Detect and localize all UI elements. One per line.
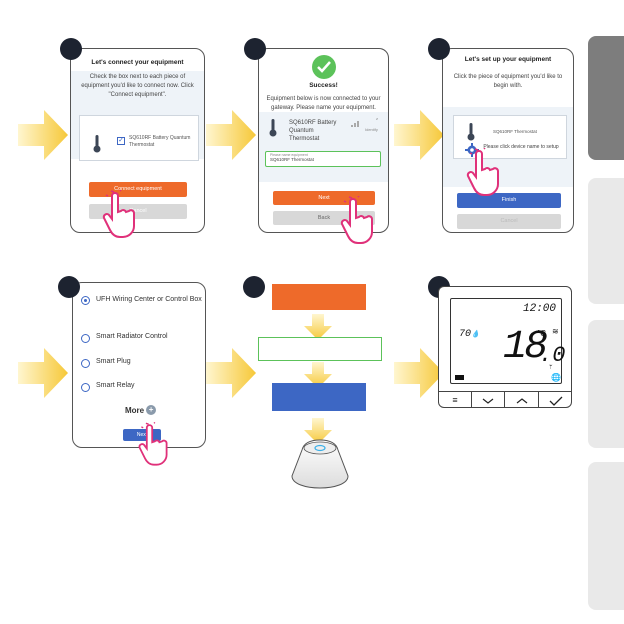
green-step-box bbox=[258, 337, 382, 361]
droplet-icon: 💧 bbox=[471, 331, 480, 339]
orange-step-box bbox=[272, 284, 366, 310]
side-tab-2[interactable] bbox=[588, 178, 624, 304]
arrow-right-icon bbox=[394, 348, 444, 398]
arrow-down-icon bbox=[304, 314, 332, 340]
device-label: SQ610RF Battery Quantum Thermostat bbox=[129, 135, 191, 148]
more-button[interactable]: More + bbox=[125, 405, 157, 415]
radio-selected[interactable] bbox=[81, 296, 90, 305]
side-tab-active[interactable] bbox=[588, 36, 624, 160]
side-tab-4[interactable] bbox=[588, 462, 624, 610]
setup-hint: Please click device name to setup bbox=[483, 144, 559, 150]
radio[interactable] bbox=[81, 334, 90, 343]
radio[interactable] bbox=[81, 383, 90, 392]
humidity-display: 70💧 bbox=[459, 329, 480, 340]
down-button[interactable] bbox=[472, 392, 505, 407]
more-label: More bbox=[125, 405, 145, 415]
arrow-down-icon bbox=[304, 418, 332, 444]
pointer-hand-icon bbox=[466, 148, 499, 196]
step4-panel: UFH Wiring Center or Control Box Smart R… bbox=[72, 282, 206, 448]
temperature-decimal: .0 bbox=[539, 343, 566, 368]
name-equipment-field[interactable]: Please name equipment SQ610RF Thermostat bbox=[265, 151, 381, 167]
time-display: 12:00 bbox=[523, 303, 557, 315]
expand-icon: + bbox=[146, 405, 157, 415]
option-ufh[interactable]: UFH Wiring Center or Control Box bbox=[81, 295, 205, 305]
step3-instructions: Click the piece of equipment you'd like … bbox=[453, 74, 563, 89]
down-chevron-icon bbox=[482, 398, 494, 404]
identify-icon[interactable] bbox=[371, 117, 379, 125]
option-smart-plug[interactable]: Smart Plug bbox=[81, 358, 131, 368]
arrow-right-icon bbox=[18, 348, 68, 398]
antenna-icon: ᛘ bbox=[549, 365, 553, 371]
signal-icon bbox=[351, 121, 359, 127]
pointer-hand-icon bbox=[340, 196, 373, 244]
option-smart-radiator[interactable]: Smart Radiator Control bbox=[81, 333, 168, 343]
arrow-right-icon bbox=[206, 348, 256, 398]
option-smart-relay[interactable]: Smart Relay bbox=[81, 382, 135, 392]
success-check-icon bbox=[312, 55, 336, 79]
unit-label: °C bbox=[537, 329, 546, 338]
success-title: Success! bbox=[309, 82, 338, 89]
step2-panel: Success! Equipment below is now connecte… bbox=[258, 48, 389, 233]
arrow-right-icon bbox=[18, 110, 68, 160]
globe-icon: 🌐 bbox=[551, 373, 561, 382]
name-field-label: Please name equipment bbox=[270, 153, 308, 157]
step3-title: Let's set up your equipment bbox=[464, 56, 552, 63]
name-field-value: SQ610RF Thermostat bbox=[270, 157, 314, 162]
step-4-badge bbox=[58, 276, 80, 298]
pointer-hand-icon bbox=[102, 190, 135, 238]
thermometer-icon bbox=[269, 119, 277, 137]
device-label: SQ610RF Thermostat bbox=[493, 129, 537, 134]
battery-icon bbox=[455, 375, 464, 380]
step-3-badge bbox=[428, 38, 450, 60]
arrow-right-icon bbox=[206, 110, 256, 160]
gateway-device-icon bbox=[291, 439, 349, 489]
thermostat-screen bbox=[450, 298, 562, 384]
device-card[interactable] bbox=[79, 115, 199, 161]
cancel-button[interactable]: Cancel bbox=[457, 214, 561, 229]
temperature-main: 18 bbox=[503, 325, 548, 370]
side-tab-3[interactable] bbox=[588, 320, 624, 448]
arrow-right-icon bbox=[394, 110, 444, 160]
up-button[interactable] bbox=[505, 392, 539, 407]
option-label: Smart Radiator Control bbox=[96, 333, 168, 340]
step2-message: Equipment below is now connected to your… bbox=[266, 96, 381, 111]
step3-panel: Let's set up your equipment Click the pi… bbox=[442, 48, 574, 233]
step-5-badge bbox=[243, 276, 265, 298]
option-label: Smart Relay bbox=[96, 382, 135, 389]
option-label: Smart Plug bbox=[96, 358, 131, 365]
heating-icon: ≋ bbox=[552, 327, 559, 336]
arrow-down-icon bbox=[304, 362, 332, 388]
humidity-value: 70 bbox=[459, 329, 472, 340]
step-2-badge bbox=[244, 38, 266, 60]
device-label: SQ610RF Battery Quantum Thermostat bbox=[289, 120, 337, 142]
confirm-button[interactable] bbox=[539, 392, 571, 407]
step1-instructions: Check the box next to each piece of equi… bbox=[81, 74, 194, 98]
thermometer-icon bbox=[93, 135, 101, 153]
menu-button[interactable]: ≡ bbox=[439, 392, 472, 407]
radio[interactable] bbox=[81, 359, 90, 368]
identify-label: Identify bbox=[365, 127, 378, 132]
up-chevron-icon bbox=[516, 398, 527, 404]
pointer-hand-icon bbox=[138, 422, 168, 466]
step-1-badge bbox=[60, 38, 82, 60]
device-checkbox[interactable]: ✓ bbox=[117, 137, 125, 145]
check-icon bbox=[549, 396, 563, 406]
thermometer-icon bbox=[467, 123, 475, 141]
step1-title: Let's connect your equipment bbox=[91, 59, 184, 66]
finish-button[interactable]: Finish bbox=[457, 193, 561, 208]
step1-panel: Let's connect your equipment Check the b… bbox=[70, 48, 205, 233]
blue-step-box bbox=[272, 383, 366, 411]
thermostat-device: 12:00 70💧 18 .0 °C ≋ ᛘ 🌐 ≡ bbox=[438, 286, 572, 408]
option-label: UFH Wiring Center or Control Box bbox=[96, 296, 202, 303]
